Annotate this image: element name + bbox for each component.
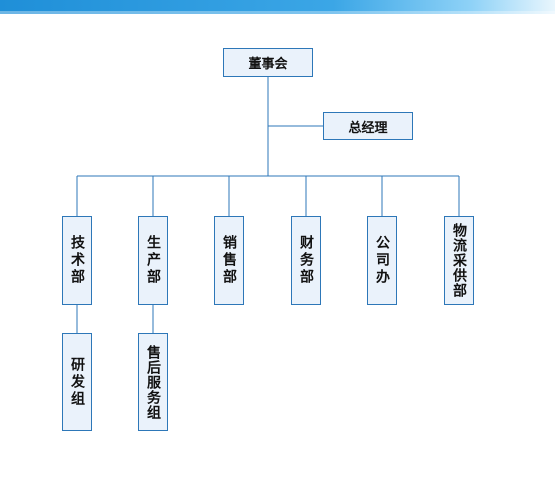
sub-box-after-sales: 售后服务组 (138, 333, 168, 431)
dept-box-tech: 技术部 (62, 216, 92, 305)
window-top-bar (0, 0, 555, 14)
dept-box-office: 公司办 (367, 216, 397, 305)
dept-box-logistics: 物流采供部 (444, 216, 474, 305)
general-manager-box: 总经理 (323, 112, 413, 140)
board-box: 董事会 (223, 48, 313, 77)
dept-box-production: 生产部 (138, 216, 168, 305)
dept-box-finance: 财务部 (291, 216, 321, 305)
sub-box-rnd: 研发组 (62, 333, 92, 431)
dept-box-sales: 销售部 (214, 216, 244, 305)
